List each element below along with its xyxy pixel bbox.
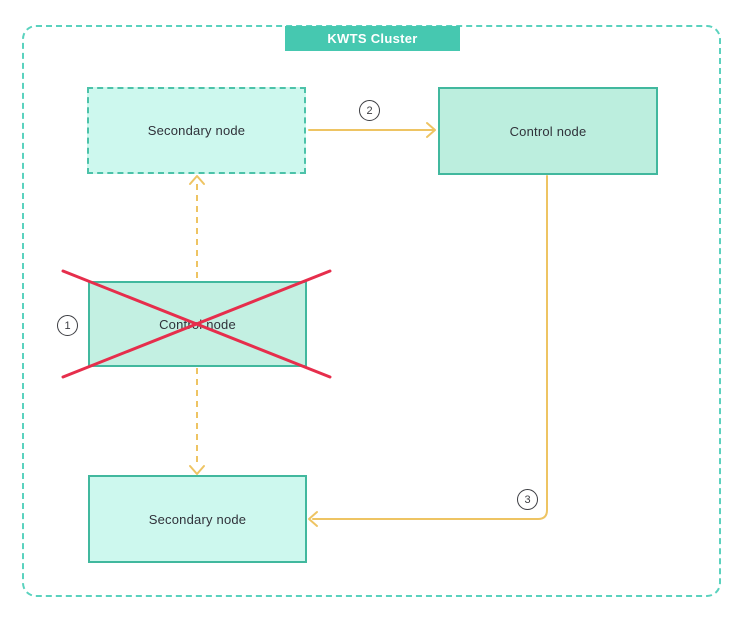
node-control-active-label: Control node xyxy=(509,123,587,139)
node-control-failed: Control node xyxy=(88,281,307,367)
step-marker-1-number: 1 xyxy=(64,319,71,332)
node-secondary-bottom-label: Secondary node xyxy=(148,511,247,527)
node-control-active: Control node xyxy=(438,87,658,175)
step-marker-3: 3 xyxy=(517,489,538,510)
step-marker-2: 2 xyxy=(359,100,380,121)
node-secondary-top-label: Secondary node xyxy=(147,123,246,138)
step-marker-1: 1 xyxy=(57,315,78,336)
node-secondary-bottom: Secondary node xyxy=(88,475,307,563)
cluster-title-badge: KWTS Cluster xyxy=(285,26,460,51)
node-control-failed-label: Control node xyxy=(159,316,236,332)
step-marker-2-number: 2 xyxy=(366,104,373,117)
step-marker-3-number: 3 xyxy=(524,493,531,506)
node-secondary-top: Secondary node xyxy=(87,87,306,174)
